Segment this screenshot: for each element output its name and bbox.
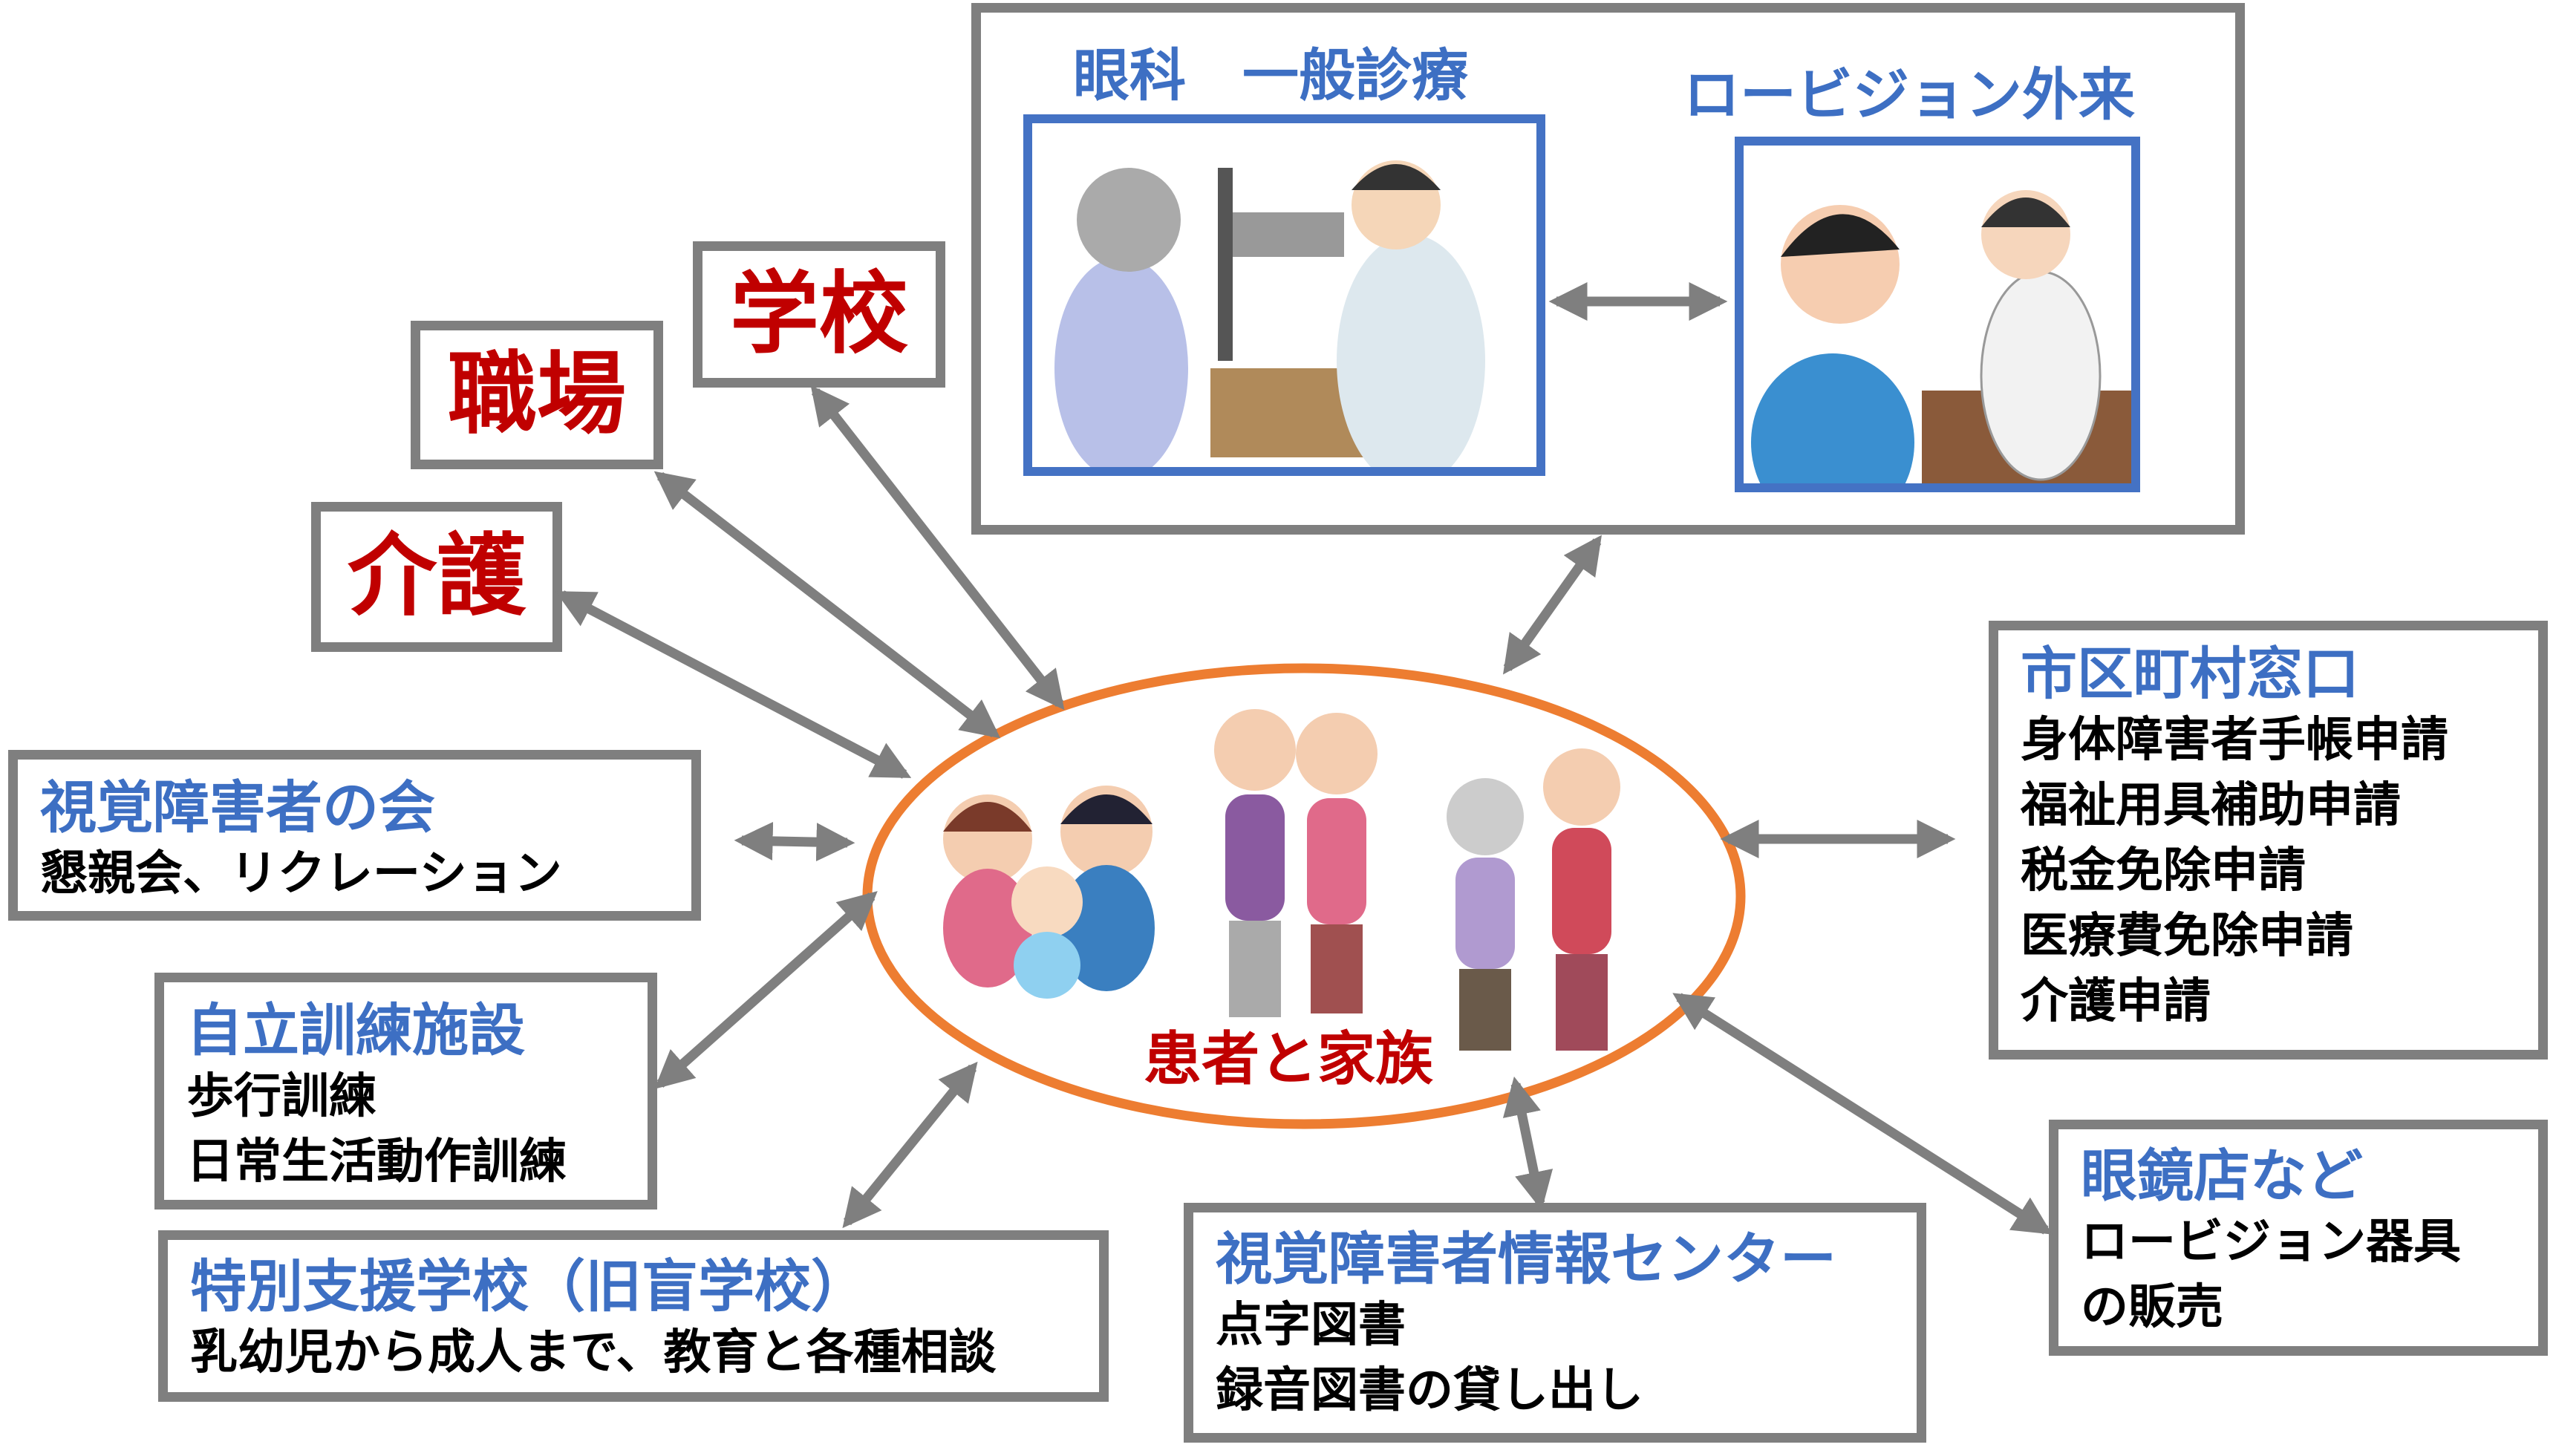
school-label: 学校 bbox=[730, 262, 908, 366]
special-school-line: 乳幼児から成人まで、教育と各種相談 bbox=[190, 1325, 997, 1380]
training-title: 自立訓練施設 bbox=[186, 997, 525, 1063]
municipal-line: 医療費免除申請 bbox=[2021, 909, 2353, 964]
family-illustration bbox=[943, 709, 1620, 1051]
arrow-school bbox=[810, 385, 1065, 711]
municipal-line: 税金免除申請 bbox=[2021, 843, 2306, 898]
eye-exam-illustration bbox=[1023, 114, 1545, 476]
association-box: 視覚障害者の会 懇親会、リクレーション bbox=[8, 750, 701, 921]
lowvision-clinic-title: ロービジョン外来 bbox=[1683, 62, 2135, 128]
optician-box: 眼鏡店など ロービジョン器具 の販売 bbox=[2049, 1120, 2548, 1356]
arrow-info-center bbox=[1502, 1076, 1554, 1211]
municipal-box: 市区町村窓口 身体障害者手帳申請 福祉用具補助申請 税金免除申請 医療費免除申請… bbox=[1989, 621, 2548, 1060]
training-line: 日常生活動作訓練 bbox=[186, 1135, 567, 1189]
arrow-optician bbox=[1672, 993, 2053, 1235]
optician-title: 眼鏡店など bbox=[2081, 1143, 2363, 1209]
lowvision-illustration bbox=[1735, 137, 2140, 492]
arrow-workplace bbox=[653, 471, 1001, 739]
arrow-care bbox=[555, 590, 912, 779]
special-school-box: 特別支援学校（旧盲学校） 乳幼児から成人まで、教育と各種相談 bbox=[158, 1230, 1109, 1402]
special-school-title: 特別支援学校（旧盲学校） bbox=[190, 1253, 867, 1319]
info-center-box: 視覚障害者情報センター 点字図書 録音図書の貸し出し bbox=[1184, 1203, 1926, 1443]
association-line: 懇親会、リクレーション bbox=[40, 846, 562, 901]
optician-line: ロービジョン器具 bbox=[2081, 1215, 2461, 1270]
school-box: 学校 bbox=[693, 241, 945, 388]
workplace-label: 職場 bbox=[448, 343, 626, 446]
municipal-title: 市区町村窓口 bbox=[2021, 641, 2359, 707]
training-box: 自立訓練施設 歩行訓練 日常生活動作訓練 bbox=[154, 973, 657, 1209]
municipal-line: 福祉用具補助申請 bbox=[2021, 778, 2401, 833]
workplace-box: 職場 bbox=[411, 321, 663, 469]
general-clinic-title: 眼科 一般診療 bbox=[1073, 42, 1468, 108]
patient-family-label: 患者と家族 bbox=[1144, 1026, 1434, 1093]
arrow-association bbox=[734, 821, 855, 862]
info-center-line: 録音図書の貸し出し bbox=[1216, 1363, 1643, 1418]
care-label: 介護 bbox=[348, 525, 526, 628]
care-box: 介護 bbox=[311, 502, 562, 652]
optician-line: の販売 bbox=[2081, 1280, 2223, 1335]
info-center-line: 点字図書 bbox=[1216, 1298, 1406, 1353]
arrow-training bbox=[654, 891, 878, 1089]
arrow-clinic bbox=[1502, 535, 1603, 675]
training-line: 歩行訓練 bbox=[186, 1069, 376, 1124]
arrow-special-school bbox=[842, 1061, 978, 1229]
municipal-line: 身体障害者手帳申請 bbox=[2021, 713, 2448, 768]
info-center-title: 視覚障害者情報センター bbox=[1216, 1226, 1836, 1292]
association-title: 視覚障害者の会 bbox=[40, 774, 435, 840]
